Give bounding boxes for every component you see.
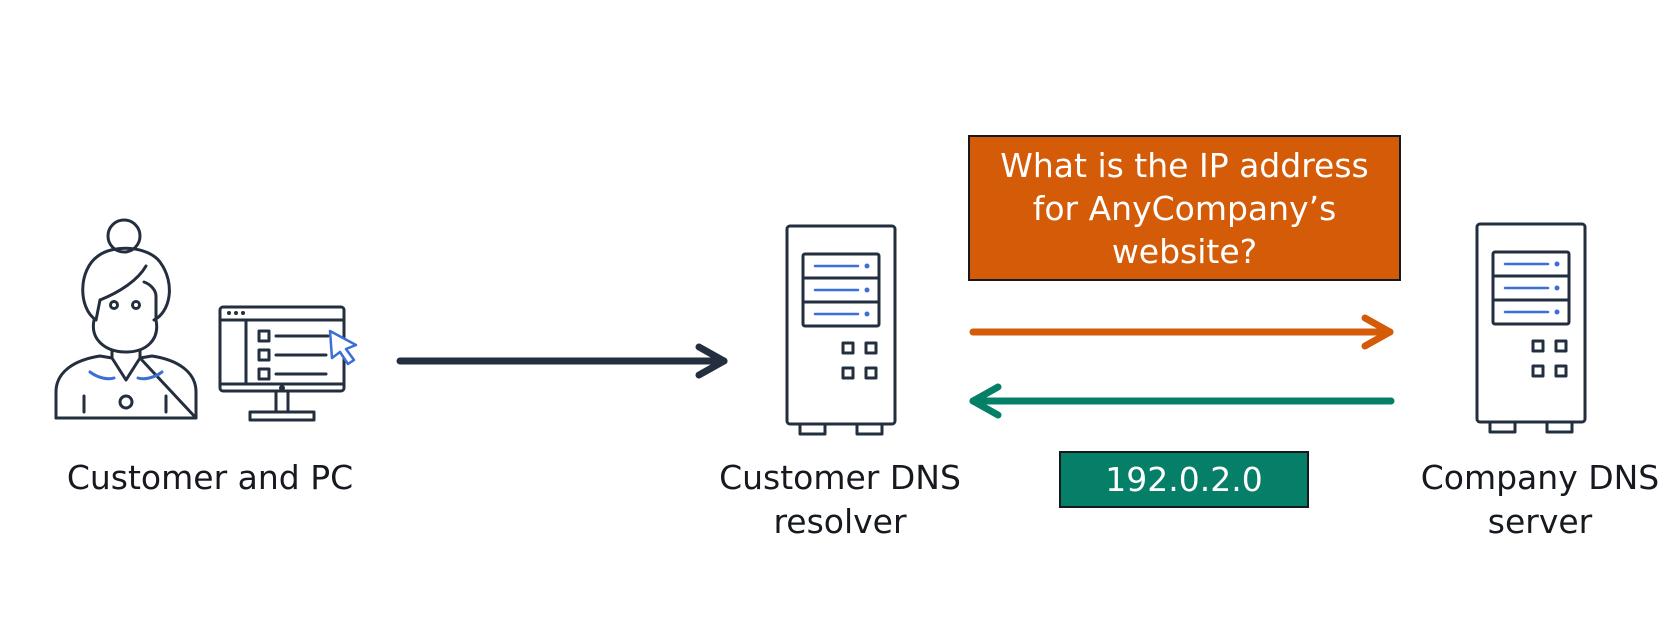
dns-answer-box: 192.0.2.0 — [1059, 451, 1309, 508]
answer-arrow — [969, 383, 1395, 419]
customer-collar-accent — [88, 370, 164, 381]
company-label-line-2: server — [1487, 502, 1593, 541]
customer-label: Customer and PC — [30, 456, 390, 500]
dns-query-line-1: What is the IP address — [1000, 145, 1369, 185]
resolver-server-icon — [785, 224, 897, 436]
pc-monitor-icon — [218, 305, 346, 422]
customer-label-text: Customer and PC — [66, 458, 354, 497]
resolver-label: Customer DNS resolver — [700, 456, 980, 544]
query-arrow — [969, 314, 1394, 350]
dns-query-line-3: website? — [1111, 231, 1258, 271]
pc-dots-icon — [227, 311, 245, 315]
company-server-icon — [1475, 222, 1587, 434]
resolver-label-line-2: resolver — [773, 502, 907, 541]
resolver-label-line-1: Customer DNS — [719, 458, 961, 497]
dns-query-line-2: for AnyCompany’s — [1032, 188, 1337, 228]
customer-person-icon — [54, 218, 198, 420]
cursor-icon — [328, 329, 358, 366]
company-label: Company DNS server — [1400, 456, 1680, 544]
request-arrow — [396, 343, 728, 379]
company-label-line-1: Company DNS — [1420, 458, 1660, 497]
dns-query-box: What is the IP address for AnyCompany’s … — [968, 135, 1401, 281]
dns-answer-ip: 192.0.2.0 — [1105, 459, 1263, 499]
